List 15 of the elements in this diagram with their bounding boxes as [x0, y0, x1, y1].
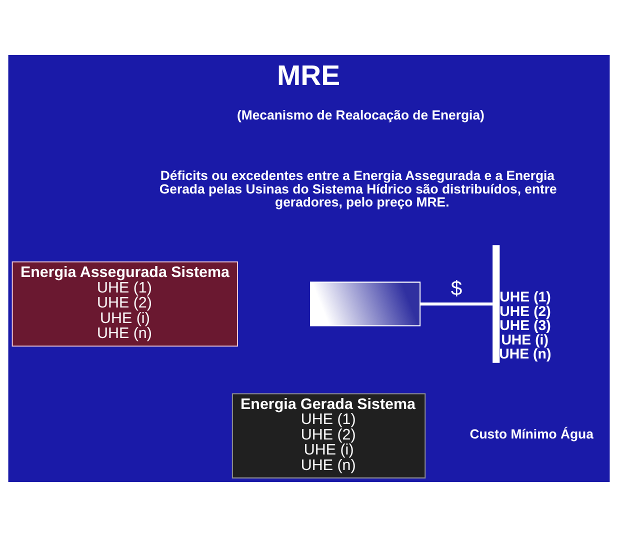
node-label: UHE (i) [501, 332, 548, 348]
node-box: Energia Assegurada Sistema UHE (1) UHE (2) UHE (i) UHE (n) [12, 261, 238, 347]
connector [420, 302, 493, 306]
node-box: Energia Gerada Sistema UHE (1) UHE (2) UHE (i) UHE (n) [232, 393, 426, 478]
node-label: UHE (1) [500, 290, 551, 306]
node-label: UHE (2) [500, 304, 551, 320]
edge-label: $ [450, 278, 462, 300]
label: Custo Mínimo Água [470, 426, 594, 442]
diagram-title: MRE [277, 60, 340, 92]
node-label: UHE (n) [499, 346, 552, 362]
label: (Mecanismo de Realocação de Energia) [236, 107, 484, 122]
node-label: UHE (3) [500, 318, 551, 334]
label: Déficits ou excedentes entre a Energia Assegurada e a Energia Gerada pelas Usinas do Sistema Hídrico são distribuídos, entre geradores, pelo preço MRE. [159, 168, 557, 210]
node-bar [492, 245, 500, 363]
node-box [310, 282, 421, 326]
